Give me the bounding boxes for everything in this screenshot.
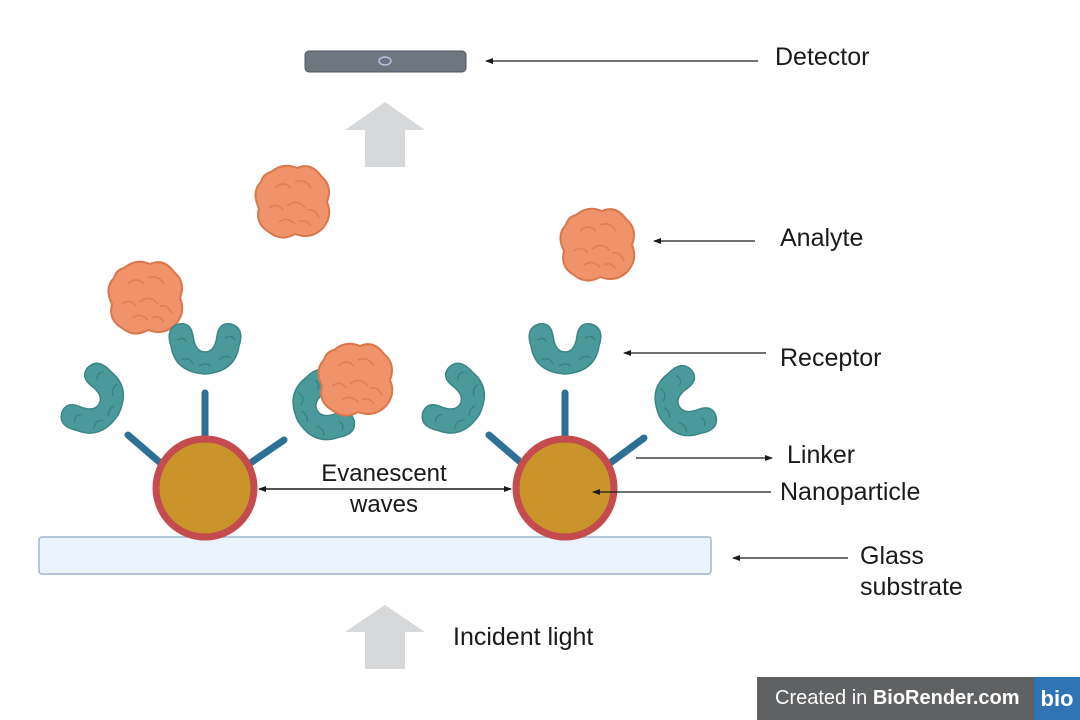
nanoparticle [152,435,258,541]
receptor [642,360,722,449]
incident-light-label: Incident light [453,623,593,651]
glass-substrate [38,536,712,575]
biorender-watermark[interactable]: Created in BioRender.com bio [757,677,1080,720]
analyte-2 [107,260,184,335]
receptor [168,323,242,375]
analyte-1 [254,164,331,239]
linker [242,436,288,470]
linker [124,431,168,470]
glass-label-line2: substrate [860,573,963,601]
linker [602,434,648,470]
evanescent-label-line2: waves [349,491,418,518]
signal-arrow-up [345,102,425,167]
nanoparticle-assembly-left [55,323,360,541]
incident-light-arrow [345,605,425,669]
linker [485,431,529,470]
watermark-prefix: Created in [775,687,873,709]
receptor [528,323,602,375]
linker-label: Linker [787,441,855,469]
receptor [416,358,498,447]
nanoparticle [512,435,618,541]
glass-label-line1: Glass [860,542,924,570]
analyte-label: Analyte [780,224,863,252]
detector-label: Detector [775,43,869,71]
receptor [55,358,137,447]
analyte-bound [317,342,394,417]
nanoparticle-label: Nanoparticle [780,478,920,506]
analyte-3 [559,207,636,282]
evanescent-label-line1: Evanescent [321,460,447,487]
watermark-brand: BioRender.com [872,687,1020,709]
receptor-label: Receptor [780,344,881,372]
nanoparticle-assembly-right [416,323,722,541]
biorender-logo-icon: bio [1034,677,1080,720]
detector [304,50,467,73]
